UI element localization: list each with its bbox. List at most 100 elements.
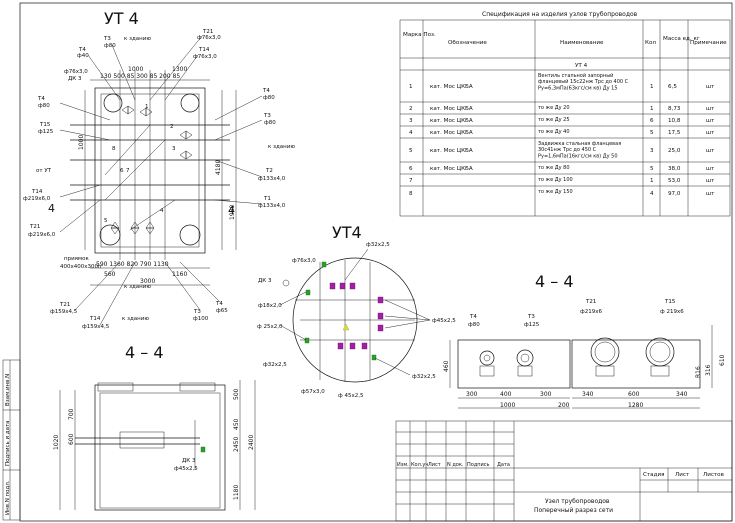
label-t3: Т3 xyxy=(103,36,111,42)
spec-row-unit: шт xyxy=(706,130,715,136)
dim-right: 4180 xyxy=(215,160,222,175)
dim-right-2: 1980 xyxy=(229,205,236,220)
label-t15: Т15 xyxy=(39,122,51,128)
dim-sec-2: 600 xyxy=(68,433,75,445)
label-t2-d: ф133х4,0 xyxy=(258,176,286,182)
label-t4-d: ф40 xyxy=(77,53,89,59)
dim-left: 1000 xyxy=(78,135,85,150)
label-to-building-2: к зданию xyxy=(268,144,295,150)
label-t21b-d: ф219х6,0 xyxy=(28,232,56,238)
label-from-ut: от УТ xyxy=(36,168,52,174)
spec-h-qty: Кол xyxy=(645,40,656,46)
spec-row-qty: 1 xyxy=(650,84,654,90)
dim-top-r: 1300 xyxy=(172,66,187,73)
spec-row-mass: 8,73 xyxy=(668,106,681,112)
section-lbl-dk3: ДК 3 xyxy=(182,458,196,464)
dim-bottom-parts: 590 1360 820 790 1130 xyxy=(96,261,169,268)
inset-lbl-c: ДК 3 xyxy=(258,278,272,284)
spec-h-note: Примечание xyxy=(690,40,727,46)
label-t14b-d: ф219х6,0 xyxy=(23,196,51,202)
dim-bottom-2: 560 xyxy=(104,271,116,278)
spec-row-mass: 10,8 xyxy=(668,118,681,124)
dim-bottom-r: 1160 xyxy=(172,271,187,278)
spec-row-unit: шт xyxy=(706,178,715,184)
inset-lbl-g: ф45х2,5 xyxy=(432,318,456,324)
rs-t4-d: ф80 xyxy=(468,322,480,328)
spec-row-code: кат. Мос ЦКБА xyxy=(430,84,473,90)
spec-row-pos: 3 xyxy=(409,118,413,124)
section-bottom-left: 4 – 4 ДК 3 ф45х2,5 700 600 1020 500 2450… xyxy=(53,343,256,511)
label-t21-d: ф76х3,0 xyxy=(197,35,221,41)
rs-t3: Т3 xyxy=(527,314,535,320)
label-t4b: Т4 xyxy=(37,96,45,102)
spec-row-pos: 4 xyxy=(409,130,413,136)
label-t4c: Т4 xyxy=(262,88,270,94)
spec-row-unit: шт xyxy=(706,84,715,90)
spec-table: Спецификация на изделия узлов трубопрово… xyxy=(399,11,731,217)
spec-row-qty: 3 xyxy=(650,148,654,154)
label-t14-d: ф76х3,0 xyxy=(193,54,217,60)
spec-row-unit: шт xyxy=(706,106,715,112)
inset-title: УТ4 xyxy=(332,223,362,242)
tb-h-0: Изм. xyxy=(397,462,409,468)
node-5: 5 xyxy=(104,218,108,224)
label-t1-d: ф133х4,0 xyxy=(258,203,286,209)
rs-dim-total-l: 1000 xyxy=(500,402,515,409)
tb-h-5: Дата xyxy=(497,462,510,468)
label-t21c: Т21 xyxy=(59,302,70,308)
side-stamp: Инв.N подл. Подпись и дата Взам.инв.N xyxy=(2,359,21,521)
label-t4d: Т4 xyxy=(215,301,223,307)
plan-view: УТ 4 1 2 3 4 xyxy=(23,9,295,330)
rs-dim-l1: 300 xyxy=(466,391,478,398)
label-to-building-4: к зданию xyxy=(122,316,149,322)
rs-t3-d: ф125 xyxy=(524,322,540,328)
spec-row-qty: 1 xyxy=(650,106,654,112)
node-3: 3 xyxy=(172,146,176,152)
dim-sec-6: 1180 xyxy=(233,485,240,500)
node-8: 8 xyxy=(112,146,116,152)
tb-sheets: Листов xyxy=(703,472,724,478)
dim-top-parts: 130 500 85 300 85 200 85 xyxy=(100,73,180,80)
spec-h-name: Наименование xyxy=(560,40,604,46)
manhole-top-right xyxy=(180,93,200,113)
rs-t15-d: ф 219х6 xyxy=(660,309,684,315)
spec-row-unit: шт xyxy=(706,148,715,154)
spec-row-name: то же Ду 150 xyxy=(538,189,573,195)
spec-row-mass: 53,0 xyxy=(668,178,681,184)
side-label-sign: Подпись и дата xyxy=(5,420,11,466)
label-pit: приямок xyxy=(64,256,89,262)
inset-circle xyxy=(292,257,418,383)
inset-lbl-f: ф32х2,5 xyxy=(263,362,287,368)
tb-name-2: Поперечный разрез сети xyxy=(534,507,613,514)
label-t1: Т1 xyxy=(263,196,271,202)
spec-h-pos: Марка Поз. xyxy=(403,32,436,38)
spec-section: УТ 4 xyxy=(575,63,588,69)
spec-row-name: то же Ду 25 xyxy=(538,117,570,123)
section-title: 4 – 4 xyxy=(125,343,164,362)
spec-row-qty: 1 xyxy=(650,178,654,184)
spec-row-qty: 4 xyxy=(650,191,654,197)
tb-stage: Стадия xyxy=(643,472,664,478)
spec-row-pos: 2 xyxy=(409,106,413,112)
spec-row-unit: шт xyxy=(706,191,715,197)
rs-dim-h-r2: 316 xyxy=(705,364,712,376)
rs-dim-h-r3: R16 xyxy=(695,366,702,378)
label-d76: ф76х3,0 xyxy=(64,69,88,75)
spec-h-mass: Масса ед. кг xyxy=(663,36,700,42)
spec-row-name: то же Ду 20 xyxy=(538,105,570,111)
spec-row-mass: 25,0 xyxy=(668,148,681,154)
dim-bottom-total: 3000 xyxy=(140,278,155,285)
manhole-bottom-right xyxy=(179,224,201,246)
label-t3-d: ф80 xyxy=(104,43,116,49)
rs-t4: Т4 xyxy=(469,314,477,320)
label-dk3: ДК 3 xyxy=(68,76,82,82)
side-label-replace: Взам.инв.N xyxy=(5,374,11,406)
spec-row-name: то же Ду 100 xyxy=(538,177,573,183)
spec-row-pos: 5 xyxy=(409,148,413,154)
label-pit-d: 400х400х300h xyxy=(60,264,102,270)
spec-row-mass: 17,5 xyxy=(668,130,681,136)
inset-lbl-h: ф57х3,0 xyxy=(301,389,325,395)
